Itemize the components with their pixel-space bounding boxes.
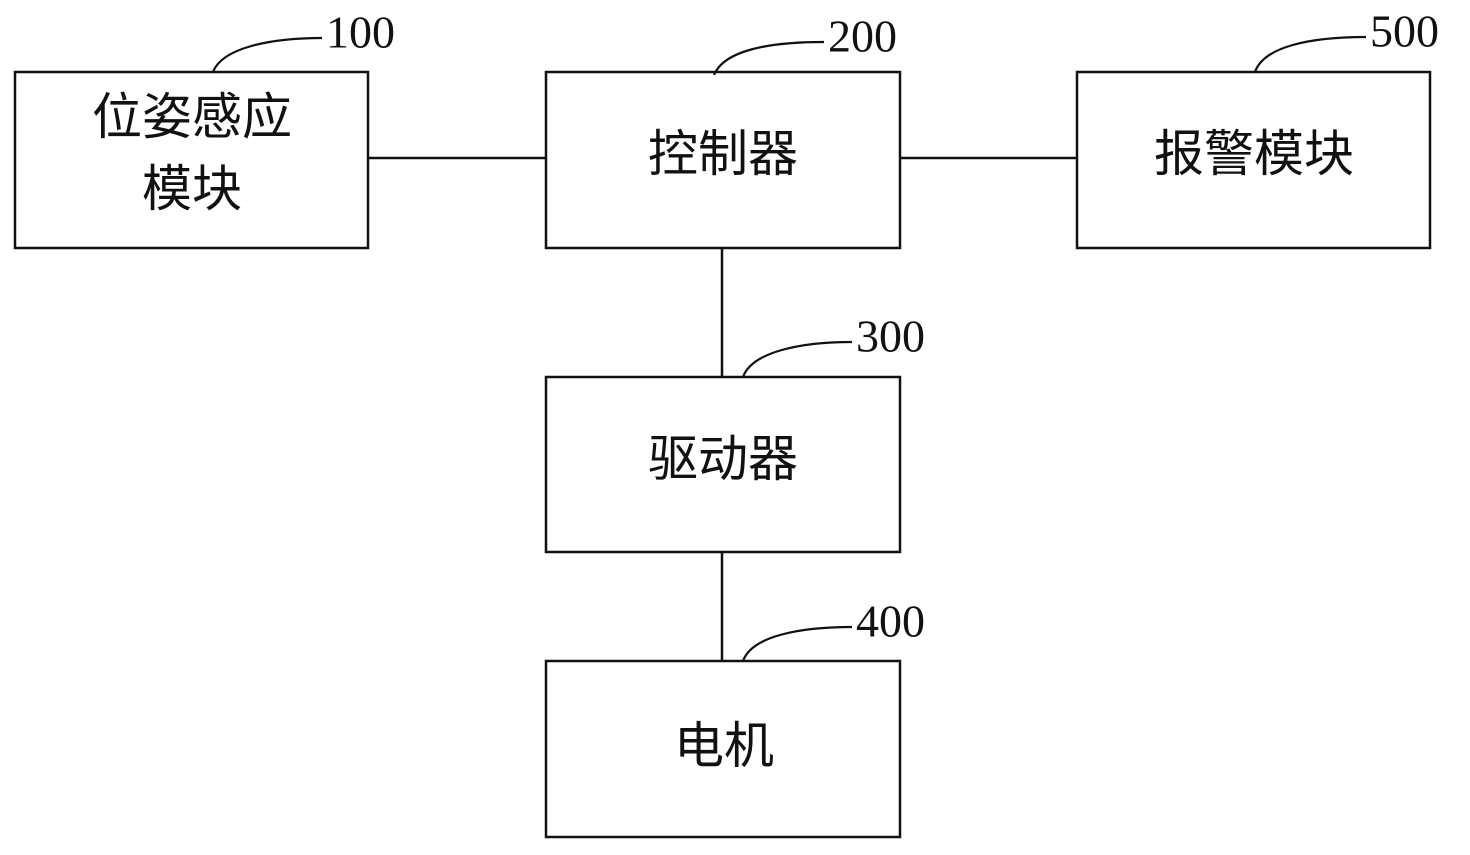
pose-sensing-module-label-line2: 模块 (142, 160, 242, 218)
motor-block: 电机 (544, 659, 902, 839)
leader-line-200 (712, 40, 825, 76)
pose-sensing-module-label-line1: 位姿感应 (92, 88, 292, 146)
leader-line-300 (741, 340, 853, 378)
ref-number-100: 100 (326, 7, 395, 58)
driver-label: 驱动器 (648, 430, 798, 488)
pose-sensing-module-block: 位姿感应 模块 (13, 70, 370, 250)
leader-line-100 (211, 36, 323, 73)
ref-number-400: 400 (856, 596, 925, 647)
ref-number-300: 300 (856, 311, 925, 362)
ref-number-200: 200 (828, 11, 897, 62)
ref-number-500: 500 (1370, 6, 1439, 57)
alarm-module-label: 报警模块 (1154, 125, 1354, 183)
driver-block: 驱动器 (544, 375, 902, 554)
controller-label: 控制器 (648, 125, 798, 183)
motor-label: 电机 (674, 717, 774, 775)
alarm-module-block: 报警模块 (1075, 70, 1432, 250)
leader-line-400 (741, 625, 853, 662)
leader-line-500 (1253, 35, 1367, 73)
controller-block: 控制器 (544, 70, 902, 250)
